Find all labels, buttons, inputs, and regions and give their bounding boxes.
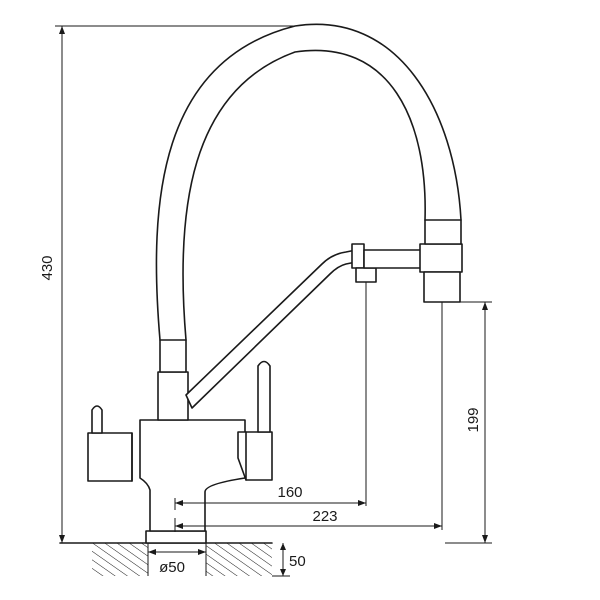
dim-reach-main-label: 223 [312,508,337,525]
dim-total-height-label: 430 [39,255,56,280]
right-lever [257,360,271,433]
hose-collar-lower [159,339,187,373]
hose-collar-upper [424,219,462,245]
arm-joint [351,243,365,269]
dim-reach-filtered: 160 [174,282,367,510]
central-column [157,371,189,421]
right-cartridge [237,431,273,481]
hose-inner [182,49,426,341]
body-neck [139,419,246,532]
spout-head [419,219,463,303]
dim-spout-height: 199 [445,301,492,544]
left-handle-body [87,432,133,482]
base-plate [145,530,207,544]
left-lever [91,405,103,434]
spout-nozzle [423,271,461,303]
dim-hole-diameter-label: ø50 [159,559,185,576]
dim-base-height: 50 [272,543,306,577]
countertop-right-hatch [206,543,272,576]
dim-reach-main: 223 [174,302,443,532]
dim-reach-filtered-label: 160 [277,484,302,501]
countertop-left-hatch [92,543,148,576]
arm-outlet [355,267,377,283]
filtered-arm [185,243,425,409]
dim-hole-diameter: ø50 [148,549,206,576]
arm-tube [185,249,357,409]
arm-connector [363,249,425,269]
dim-spout-height-label: 199 [465,407,482,432]
dim-base-height-label: 50 [289,553,306,570]
faucet-body [87,339,273,544]
dim-total-height: 430 [39,25,295,543]
spout-holder [419,243,463,273]
countertop [59,542,273,576]
